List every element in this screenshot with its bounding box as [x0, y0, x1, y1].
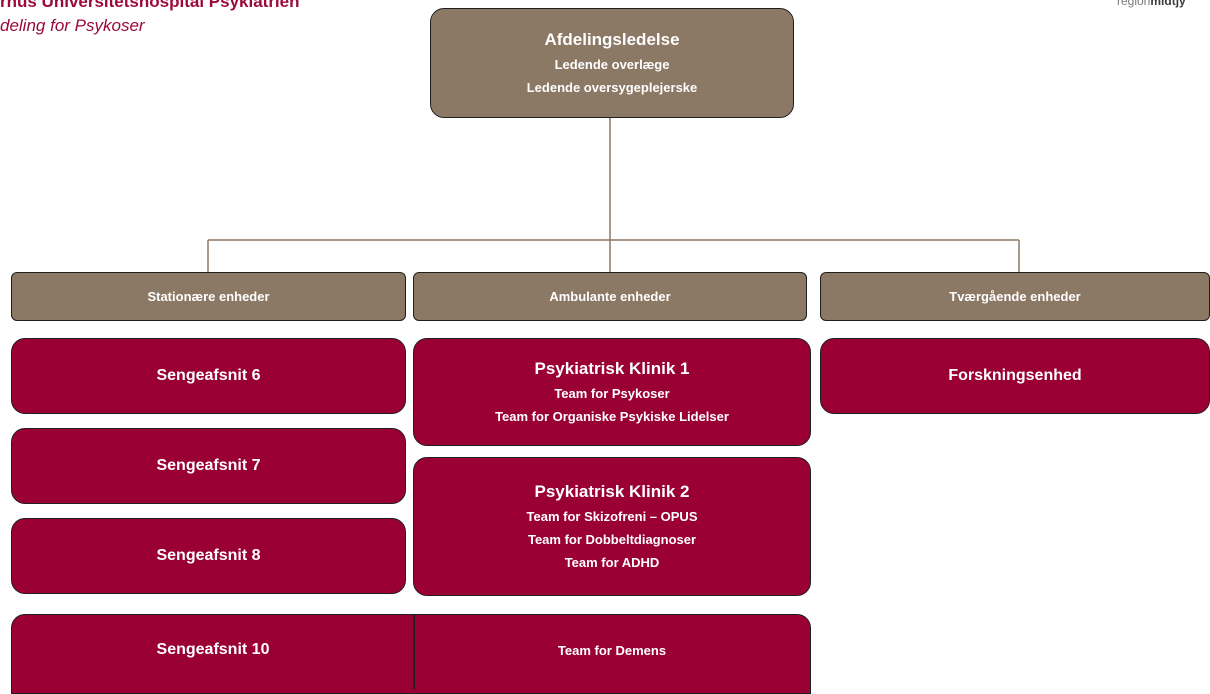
cross-units-header: Tværgående enheder: [820, 272, 1210, 321]
ward-8-box: Sengeafsnit 8: [11, 518, 406, 594]
department-management-title: Afdelingsledelse: [544, 30, 680, 49]
clinic-1-title: Psykiatrisk Klinik 1: [534, 359, 690, 378]
clinic-2-title: Psykiatrisk Klinik 2: [534, 482, 690, 501]
chief-nurse: Ledende oversygeplejerske: [526, 80, 698, 95]
stationary-units-header: Stationære enheder: [11, 272, 406, 321]
clinic-1-team-organic: Team for Organiske Psykiske Lidelser: [495, 409, 729, 424]
ward-10-divider: [413, 614, 415, 689]
clinic-1-team-psychoses: Team for Psykoser: [554, 386, 670, 401]
logo-text-light: region: [1117, 0, 1151, 8]
ward-10-dementia-box: Sengeafsnit 10 Team for Demens: [11, 614, 811, 694]
hospital-name: rhus Universitetshospital Psykiatrien: [0, 0, 300, 11]
clinic-1-box: Psykiatrisk Klinik 1 Team for Psykoser T…: [413, 338, 811, 446]
ward-6-box: Sengeafsnit 6: [11, 338, 406, 414]
clinic-2-team-adhd: Team for ADHD: [564, 555, 660, 570]
chief-physician: Ledende overlæge: [554, 57, 670, 72]
clinic-2-team-opus: Team for Skizofreni – OPUS: [526, 509, 698, 524]
research-unit-box: Forskningsenhed: [820, 338, 1210, 414]
clinic-2-team-dual: Team for Dobbeltdiagnoser: [527, 532, 697, 547]
ward-10-label: Sengeafsnit 10: [156, 641, 270, 658]
clinic-2-box: Psykiatrisk Klinik 2 Team for Skizofreni…: [413, 457, 811, 596]
department-name: deling for Psykoser: [0, 16, 145, 35]
ward-7-box: Sengeafsnit 7: [11, 428, 406, 504]
ambulant-units-header: Ambulante enheder: [413, 272, 807, 321]
dementia-team-label: Team for Demens: [557, 642, 667, 658]
region-logo: regionmidtjy: [1117, 0, 1186, 8]
logo-text-bold: midtjy: [1150, 0, 1186, 8]
department-management-box: Afdelingsledelse Ledende overlæge Ledend…: [430, 8, 794, 118]
